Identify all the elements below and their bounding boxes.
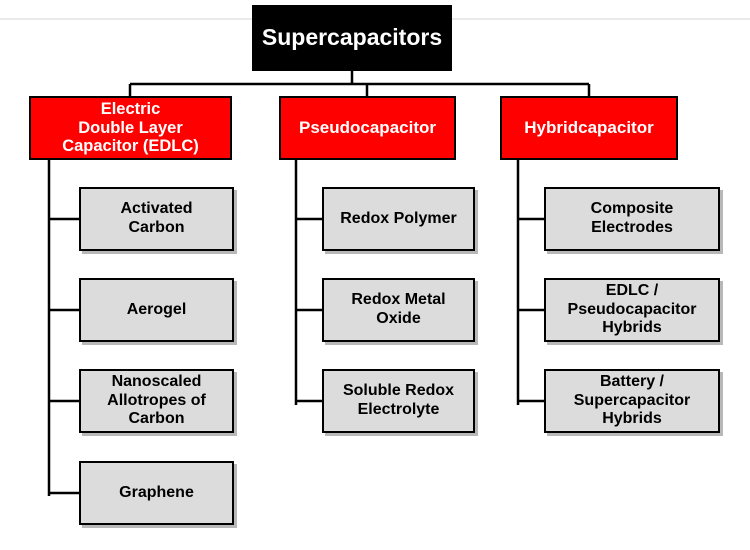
leaf-node-aerogel: Aerogel [79, 278, 234, 342]
leaf-node-redox-polymer: Redox Polymer [322, 187, 475, 251]
leaf-node-battery-supercapacitor-hybrids: Battery / Supercapacitor Hybrids [544, 369, 720, 433]
leaf-node-nanoscaled-allotropes-of-carbon: Nanoscaled Allotropes of Carbon [79, 369, 234, 433]
category-node-hybridcapacitor: Hybridcapacitor [500, 96, 678, 160]
leaf-node-edlc-pseudocapacitor-hybrids: EDLC / Pseudocapacitor Hybrids [544, 278, 720, 342]
leaf-node-activated-carbon: Activated Carbon [79, 187, 234, 251]
leaf-node-graphene: Graphene [79, 461, 234, 525]
category-node-edlc: Electric Double Layer Capacitor (EDLC) [29, 96, 232, 160]
leaf-node-composite-electrodes: Composite Electrodes [544, 187, 720, 251]
category-node-pseudocapacitor: Pseudocapacitor [279, 96, 456, 160]
leaf-node-soluble-redox-electrolyte: Soluble Redox Electrolyte [322, 369, 475, 433]
root-node-supercapacitors: Supercapacitors [252, 5, 452, 71]
leaf-node-redox-metal-oxide: Redox Metal Oxide [322, 278, 475, 342]
